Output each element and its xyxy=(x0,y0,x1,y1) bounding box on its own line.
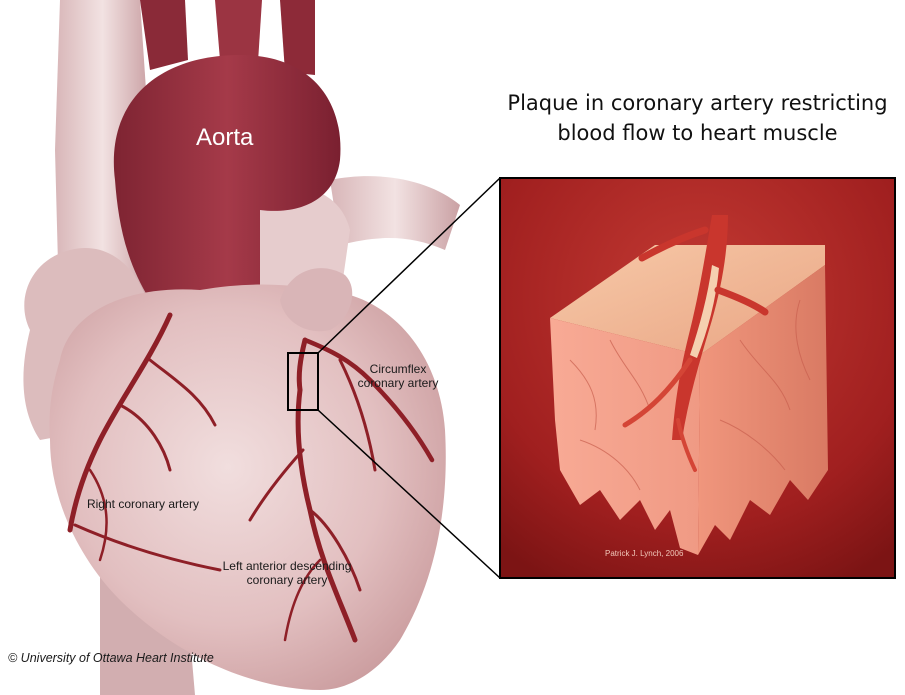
illustrator-signature: Patrick J. Lynch, 2006 xyxy=(605,549,683,558)
right-coronary-artery-label: Right coronary artery xyxy=(78,497,208,511)
plaque-inset xyxy=(500,178,895,578)
aorta-label: Aorta xyxy=(196,124,253,152)
left-pulmonary-vessels xyxy=(330,176,460,250)
circumflex-artery-label: Circumflex coronary artery xyxy=(352,362,444,390)
lad-artery-label: Left anterior descending coronary artery xyxy=(212,559,362,587)
inset-title: Plaque in coronary artery restricting bl… xyxy=(500,88,895,148)
aorta-branch-1 xyxy=(140,0,188,70)
aorta-branch-2 xyxy=(215,0,262,62)
lad-artery-label-text: Left anterior descending coronary artery xyxy=(223,559,352,587)
circumflex-artery-label-text: Circumflex coronary artery xyxy=(358,362,439,390)
copyright-credit: © University of Ottawa Heart Institute xyxy=(8,651,214,665)
